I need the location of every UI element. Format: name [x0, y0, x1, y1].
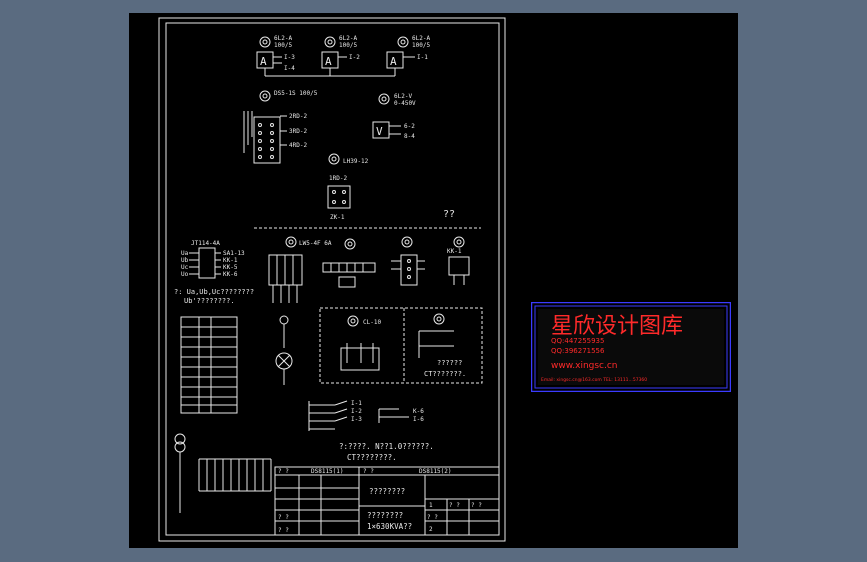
watermark-footer: Email: xingsc.cn@163.com TEL: 13111...57…: [541, 377, 647, 383]
inner-frame: [165, 22, 500, 536]
watermark-line-1: QQ:447255935: [551, 337, 604, 345]
unknown-mark: ??: [443, 209, 455, 220]
tb-header-code1: DS8115(1): [311, 468, 344, 475]
tb-drawing-name: ????????: [369, 487, 405, 496]
ammeter-3-symbol: A: [390, 55, 397, 68]
watermark-line-2: QQ:396271556: [551, 347, 605, 355]
energy-meter: [243, 90, 287, 164]
pilot-lamp: [275, 315, 293, 385]
contact-label-3: I-3: [351, 416, 362, 423]
tb-page: 1: [429, 502, 433, 509]
outer-frame: [158, 17, 506, 542]
voltmeter-label1: 6L2-V: [394, 93, 412, 100]
relay-row-3-right: KK-5: [223, 264, 238, 271]
voltmeter-label2: 0-450V: [394, 100, 416, 107]
contact-label-z: I-6: [413, 416, 424, 423]
tb-small-b: ? ?: [449, 502, 460, 509]
ammeter-3-label2: 100/5: [412, 42, 430, 49]
tb-header-code2: DS8115(2): [419, 468, 452, 475]
contact-label-2: I-2: [351, 408, 362, 415]
ammeter-1-label2: 100/5: [274, 42, 292, 49]
fuse-label: LH39-12: [343, 158, 369, 165]
tb-header-q2: ? ?: [363, 468, 374, 475]
contact-label-k6: K-6: [413, 408, 424, 415]
control-switch: [448, 236, 470, 285]
cad-canvas[interactable]: A A A 6L2-A 100/5 6L2-A 100/5 6L2-A 100/…: [129, 13, 738, 548]
energy-terminal-1: 2RD-2: [289, 113, 307, 120]
tb-header-q1: ? ?: [278, 468, 289, 475]
lw-switch-label: LW5-4F 6A: [299, 240, 332, 247]
bottom-note-2: CT????????.: [347, 453, 397, 462]
fuse-sub-label: 1RD-2: [329, 175, 347, 182]
relay-row-2-right: KK-1: [223, 257, 238, 264]
relay-row-3-left: Uc: [181, 264, 189, 271]
relay-row-2-left: Ub: [181, 257, 189, 264]
energy-terminal-2: 3RD-2: [289, 128, 307, 135]
title-block: [274, 466, 500, 536]
selector-switch: [391, 236, 425, 286]
ammeter-1-terminal-a: I-3: [284, 54, 295, 61]
tb-small-a: ? ?: [278, 527, 289, 534]
voltmeter-terminal-a: 6-2: [404, 123, 415, 130]
switch-label: ZK-1: [330, 214, 345, 221]
voltmeter-terminal-b: 8-4: [404, 133, 415, 140]
ammeter-3-label1: 6L2-A: [412, 35, 430, 42]
electrical-drawing: A A A 6L2-A 100/5 6L2-A 100/5 6L2-A 100/…: [158, 17, 506, 542]
contact-group: [308, 400, 409, 431]
relay-title: JT114-4A: [191, 240, 220, 247]
relay-row-1-left: Ua: [181, 250, 189, 257]
tb-spec-1: ????????: [367, 511, 403, 520]
ammeter-1-terminal-b: I-4: [284, 65, 295, 72]
relay-row-1-right: SA1-13: [223, 250, 245, 257]
tb-small-d: ? ?: [427, 514, 438, 521]
ct-box: [319, 307, 483, 384]
voltmeter: [372, 93, 401, 139]
bottom-note-1: ?:????. N??1.0??????.: [339, 442, 434, 451]
lw-switch: [268, 236, 303, 303]
watermark-stamp: 星欣设计图库 QQ:447255935 QQ:396271556 www.xin…: [531, 302, 731, 392]
energy-meter-label: DS5-1S 100/5: [274, 90, 318, 97]
fuse-switch: [327, 153, 351, 209]
watermark-title: 星欣设计图库: [551, 314, 683, 339]
ammeter-2-terminal-a: I-2: [349, 54, 360, 61]
transformer-feeder: [174, 433, 272, 513]
ct-box-label: CL-10: [363, 319, 381, 326]
ammeter-2-symbol: A: [325, 55, 332, 68]
watermark-url: www.xingsc.cn: [551, 361, 618, 371]
relay-note-1: ?: Ua,Ub,Uc????????: [174, 288, 254, 296]
control-switch-label: KK-1: [447, 248, 462, 255]
energy-terminal-3: 4RD-2: [289, 142, 307, 149]
relay-note-2: Ub'????????.: [184, 297, 235, 305]
ammeter-group: [256, 36, 415, 77]
relay-block: [189, 247, 221, 279]
tb-row-q: ? ?: [278, 514, 289, 521]
ct-box-note-1: ??????: [437, 359, 462, 367]
wiring-table: [180, 316, 238, 414]
ammeter-1-label1: 6L2-A: [274, 35, 292, 42]
contact-label-1: I-1: [351, 400, 362, 407]
ammeter-3-terminal-a: I-1: [417, 54, 428, 61]
ammeter-1-symbol: A: [260, 55, 267, 68]
voltmeter-symbol: V: [376, 125, 383, 138]
relay-row-4-right: KK-6: [223, 271, 238, 278]
relay-row-4-left: Uo: [181, 271, 189, 278]
ammeter-2-label1: 6L2-A: [339, 35, 357, 42]
tb-sub: 2: [429, 526, 433, 533]
tb-small-c: ? ?: [471, 502, 482, 509]
tb-spec-2: 1×630KVA??: [367, 522, 412, 531]
ammeter-2-label2: 100/5: [339, 42, 357, 49]
ct-box-note-2: CT???????.: [424, 370, 466, 378]
terminal-strip: [322, 238, 376, 288]
